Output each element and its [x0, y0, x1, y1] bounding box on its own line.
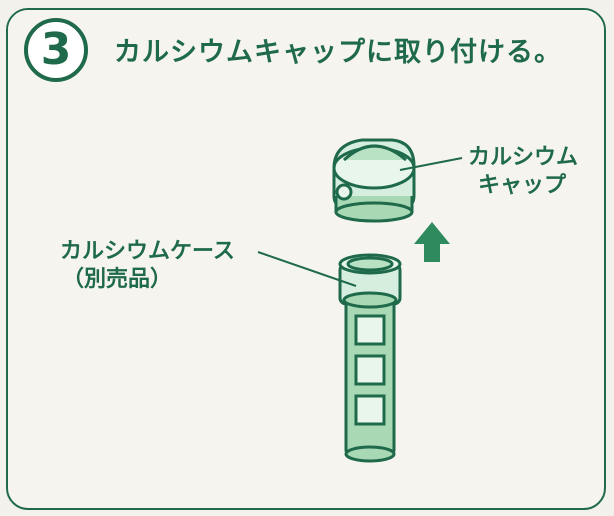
calcium-case-label-line2: （別売品） [62, 267, 173, 292]
calcium-case-illustration [338, 253, 402, 463]
leader-lines [257, 157, 463, 287]
arrow-up-icon [414, 222, 450, 262]
calcium-cap-label-line2: キャップ [478, 173, 567, 198]
step-header [8, 10, 604, 86]
calcium-case-label-line1: カルシウムケース [60, 239, 235, 264]
calcium-cap-label-line1: カルシウム [468, 145, 579, 170]
step-number-badge: 3 [24, 18, 88, 82]
calcium-cap-label: カルシウム キャップ [468, 144, 578, 200]
cap-leader-line [399, 157, 463, 171]
calcium-cap-illustration [332, 138, 416, 223]
instruction-frame [6, 8, 606, 510]
step-title: カルシウムキャップに取り付ける。 [114, 37, 562, 68]
calcium-case-label: カルシウムケース （別売品） [60, 238, 235, 294]
case-leader-line [257, 251, 357, 287]
